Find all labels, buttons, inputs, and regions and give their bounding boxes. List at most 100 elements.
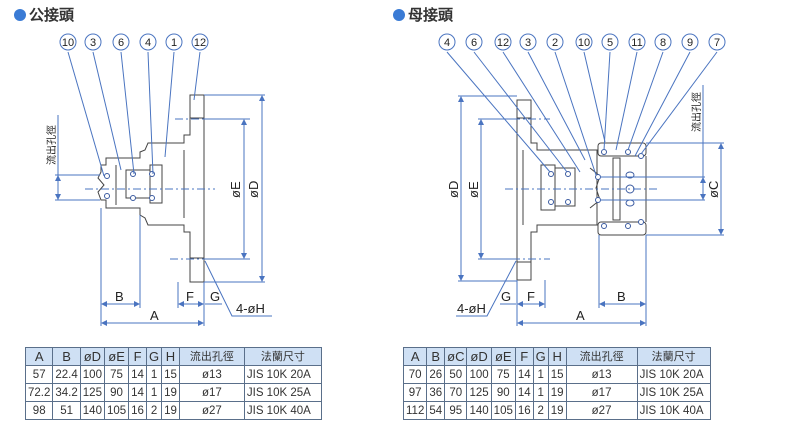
dim-label-outlet: 流出孔徑 (690, 92, 703, 132)
cell: ø17 (565, 383, 638, 402)
cell: 14 (514, 383, 534, 402)
cell: 140 (466, 401, 492, 420)
female-callouts: 4 6 12 3 2 10 5 11 8 9 7 (438, 33, 726, 51)
male-spec-table: A B øD øE F G H 流出孔徑 法蘭尺寸 57 22.4 100 75… (24, 347, 322, 420)
cell: 98 (24, 401, 54, 420)
callout-label: 12 (497, 37, 509, 49)
dim-label-b: B (115, 289, 124, 304)
callout-bubble (139, 33, 157, 51)
col-header: 流出孔徑 (565, 347, 638, 366)
cell: 2 (145, 401, 163, 420)
cell: 19 (547, 401, 567, 420)
col-header: H (547, 347, 567, 366)
cell: 36 (426, 383, 446, 402)
cell: 54 (426, 401, 446, 420)
cell: 2 (532, 401, 549, 420)
cell: 97 (402, 383, 428, 402)
dim-label-h: 4-øH (236, 301, 265, 316)
col-header: A (402, 347, 428, 366)
dim-label-d: øD (246, 181, 261, 198)
cell: 51 (52, 401, 81, 420)
cell: JIS 10K 20A (636, 365, 711, 384)
col-header: H (161, 347, 180, 366)
cell: JIS 10K 25A (243, 383, 322, 402)
callout-bubble (546, 33, 564, 51)
callout-bubble (465, 33, 483, 51)
dim-label-f: F (186, 289, 194, 304)
callout-label: 8 (660, 37, 666, 49)
col-header: G (145, 347, 163, 366)
cell: 105 (490, 401, 516, 420)
cell: 70 (402, 365, 428, 384)
male-dimensions (55, 51, 272, 326)
callout-label: 11 (631, 37, 642, 49)
col-header: 法蘭尺寸 (243, 347, 322, 366)
cell: 112 (402, 401, 428, 420)
cell: JIS 10K 40A (636, 401, 711, 420)
cell: 1 (145, 383, 163, 402)
col-header: B (52, 347, 81, 366)
callout-bubble (59, 33, 77, 51)
cell: ø13 (565, 365, 638, 384)
cell: 72.2 (24, 383, 54, 402)
callout-label: 10 (62, 37, 74, 49)
cell: 16 (128, 401, 147, 420)
col-header: øC (444, 347, 468, 366)
male-dim-labels: B A F G 4-øH øE øD 流出孔徑 (45, 125, 265, 323)
callout-bubble (494, 33, 512, 51)
table-row: 72.2 34.2 125 90 14 1 19 ø17 JIS 10K 25A (24, 383, 322, 402)
callout-label: 10 (578, 37, 590, 49)
cell: 50 (444, 365, 468, 384)
table-row: 112 54 95 140 105 16 2 19 ø27 JIS 10K 40… (402, 401, 711, 420)
cell: 16 (514, 401, 534, 420)
cell: 125 (466, 383, 492, 402)
female-drawing (480, 99, 660, 281)
cell: 105 (103, 401, 130, 420)
female-title-text: 母接頭 (408, 7, 454, 24)
callout-bubble (708, 33, 726, 51)
callout-label: 2 (552, 37, 558, 49)
cell: 1 (532, 383, 549, 402)
callout-bubble (628, 33, 646, 51)
cell: 34.2 (52, 383, 81, 402)
cell: 57 (24, 365, 54, 384)
dim-label-g: G (210, 289, 220, 304)
female-dimensions (446, 51, 724, 326)
cell: ø27 (565, 401, 638, 420)
col-header: øE (490, 347, 516, 366)
callout-label: 5 (607, 37, 613, 49)
cell: ø17 (178, 383, 245, 402)
col-header: øE (103, 347, 130, 366)
col-header: F (514, 347, 534, 366)
callout-label: 9 (687, 37, 693, 49)
cell: 15 (547, 365, 567, 384)
cell: 140 (79, 401, 105, 420)
dim-label-a: A (150, 308, 159, 323)
table-row: 57 22.4 100 75 14 1 15 ø13 JIS 10K 20A (24, 365, 322, 384)
callout-bubble (112, 33, 130, 51)
dim-label-a: A (576, 308, 585, 323)
cell: ø13 (178, 365, 245, 384)
col-header: B (426, 347, 446, 366)
dim-label-h: 4-øH (457, 301, 486, 316)
female-dim-labels: B A F G 4-øH øD øE øC 流出孔徑 (446, 92, 721, 323)
dim-label-e: øE (466, 181, 481, 198)
cell: 19 (161, 401, 180, 420)
callout-label: 3 (525, 37, 531, 49)
callout-label: 4 (145, 37, 151, 49)
table-header-row: A B øD øE F G H 流出孔徑 法蘭尺寸 (24, 347, 322, 366)
female-spec-table: A B øC øD øE F G H 流出孔徑 法蘭尺寸 70 26 50 10… (402, 347, 711, 420)
cell: 19 (547, 383, 567, 402)
dim-label-f: F (527, 289, 535, 304)
male-coupling-title: 公接頭 (14, 4, 74, 25)
male-title-text: 公接頭 (29, 7, 75, 24)
female-flange-outline (516, 99, 598, 281)
callout-label: 7 (714, 37, 720, 49)
col-header: A (24, 347, 54, 366)
male-callouts: 10 3 6 4 1 12 (59, 33, 209, 51)
col-header: 流出孔徑 (178, 347, 245, 366)
cell: 1 (145, 365, 163, 384)
cell: 100 (79, 365, 105, 384)
dim-label-b: B (617, 289, 626, 304)
cell: 19 (161, 383, 180, 402)
